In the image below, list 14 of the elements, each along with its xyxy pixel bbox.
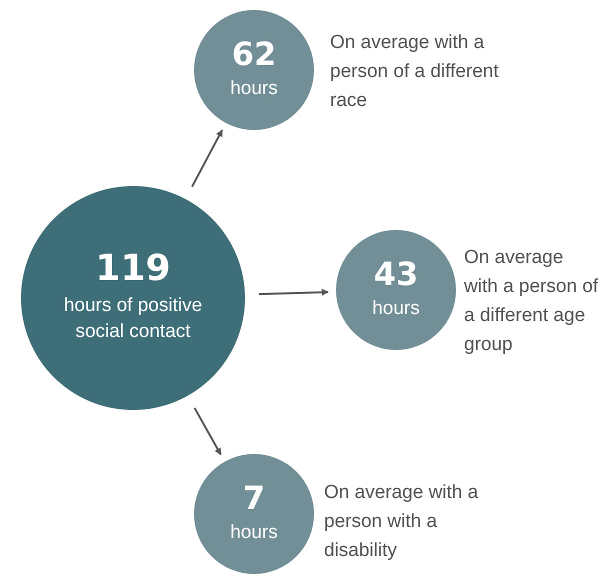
value-number: 119 — [95, 251, 171, 288]
value-caption: hours — [372, 297, 420, 322]
value-number: 43 — [374, 258, 418, 290]
description-text: On average with a person of a different age group — [464, 246, 600, 357]
value-number: 62 — [232, 38, 276, 70]
description-text: On average with a person with a disability — [324, 481, 480, 563]
arrow — [194, 407, 222, 456]
arrow — [191, 129, 223, 188]
value-number: 7 — [242, 482, 266, 514]
value-caption: hours — [230, 521, 278, 546]
arrow — [258, 288, 329, 296]
value-caption: hours — [230, 77, 278, 102]
value-caption: hours of positive social contact — [62, 294, 204, 344]
description-text: On average with a person of a different race — [330, 31, 500, 113]
